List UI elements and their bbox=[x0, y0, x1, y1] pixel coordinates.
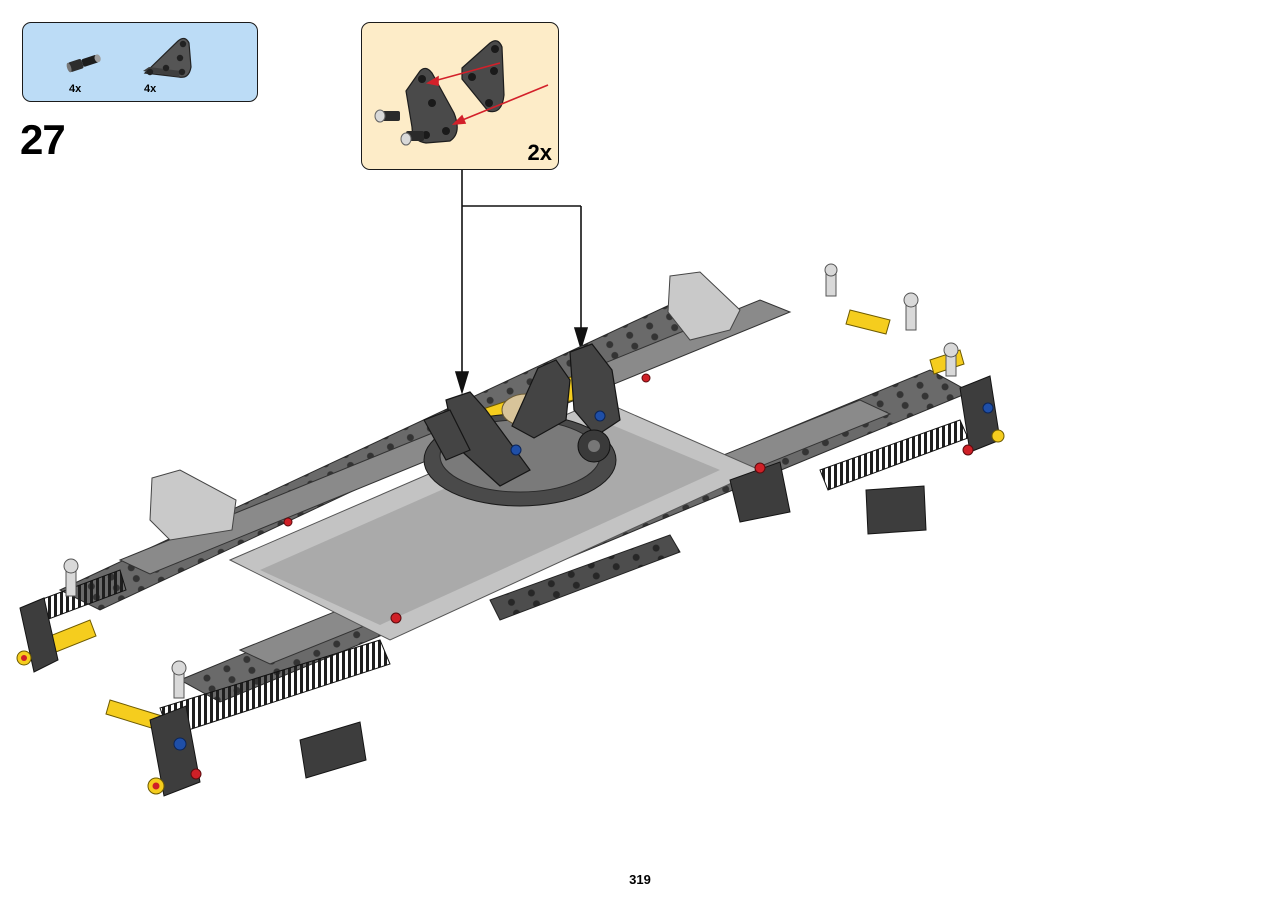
triangle-liftarm-icon bbox=[143, 37, 192, 78]
triangle-liftarm-icon bbox=[461, 40, 505, 113]
assembly-direction-arrow bbox=[425, 62, 549, 125]
placement-arrow bbox=[454, 170, 589, 395]
axle-pin-icon bbox=[66, 54, 101, 73]
step-number: 27 bbox=[20, 116, 66, 163]
part-quantity: 4x bbox=[69, 83, 82, 95]
subassembly-illustration bbox=[374, 40, 549, 146]
small-gear bbox=[577, 429, 611, 463]
page-number: 319 bbox=[629, 872, 651, 887]
chassis-beam bbox=[489, 534, 681, 621]
part-quantity: 4x bbox=[144, 83, 157, 95]
axle-pin-icon bbox=[374, 109, 424, 146]
red-connector bbox=[190, 373, 974, 780]
gear-rack bbox=[39, 419, 969, 737]
subassembly-callout: 2x bbox=[361, 22, 559, 170]
parts-list-box: 4x 4x bbox=[22, 22, 258, 102]
vertical-axle bbox=[63, 263, 959, 699]
parts-list-illustration bbox=[66, 37, 192, 78]
subassembly-quantity: 2x bbox=[527, 140, 552, 165]
upright-liftarm bbox=[149, 271, 741, 541]
blue-pin bbox=[173, 402, 994, 751]
end-bracket bbox=[19, 375, 1001, 797]
triangle-liftarm-mounted bbox=[423, 343, 621, 487]
